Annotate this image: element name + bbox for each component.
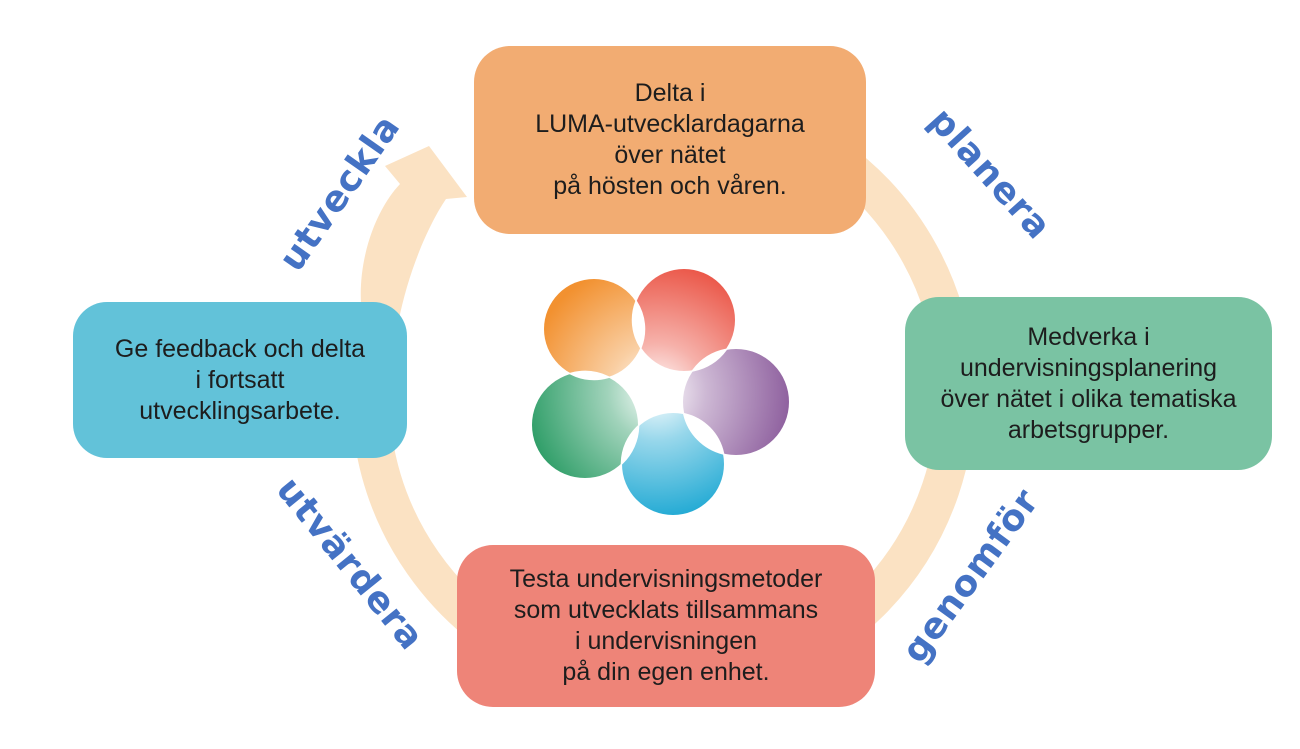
logo-circle-green — [532, 372, 638, 478]
step-text-line: arbetsgrupper. — [1007, 415, 1170, 444]
step-box-feedback: Ge feedback och delta i fortsatt utveckl… — [73, 302, 407, 458]
step-text-line: LUMA-utvecklardagarna — [535, 110, 805, 138]
step-text-line: undervisningsplanering — [959, 353, 1218, 382]
logo-overlap-lens — [682, 412, 725, 456]
logo-overlap-lens — [631, 299, 646, 350]
logo-overlap-lens — [620, 423, 640, 466]
step-text-line: Testa undervisningsmetoder — [509, 565, 823, 593]
step-text-line: över nätet i olika tematiska — [940, 384, 1237, 413]
step-box-plan-participation: Delta i LUMA-utvecklardagarna över nätet… — [474, 46, 866, 234]
logo-circle-orange — [544, 279, 644, 379]
step-text-line: i fortsatt — [195, 365, 285, 394]
step-text-line: Ge feedback och delta — [114, 334, 366, 363]
luma-flower-logo — [532, 269, 789, 515]
step-text-line: Medverka i — [1027, 322, 1150, 351]
step-text-line: som utvecklats tillsammans — [513, 596, 819, 624]
step-text-line: på din egen enhet. — [562, 658, 770, 686]
step-text-line: utvecklingsarbete. — [139, 396, 341, 425]
logo-circle-red — [633, 269, 735, 371]
step-text-line: på hösten och våren. — [553, 172, 787, 200]
step-text-line: i undervisningen — [574, 627, 758, 655]
step-box-test-methods: Testa undervisningsmetoder som utvecklat… — [457, 545, 875, 707]
step-text-line: Delta i — [634, 79, 706, 107]
step-text-line: över nätet — [614, 141, 726, 169]
logo-overlap-lens — [690, 348, 729, 372]
logo-overlap-lens — [568, 370, 612, 381]
step-box-teaching-planning: Medverka i undervisningsplanering över n… — [905, 297, 1272, 470]
